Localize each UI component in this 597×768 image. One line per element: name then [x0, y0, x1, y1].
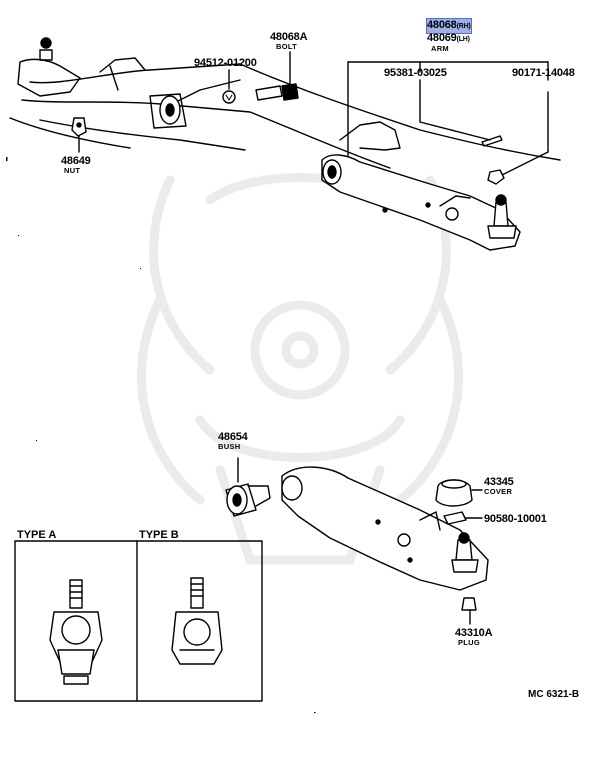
part-number-43310a: 43310A [455, 627, 493, 639]
arm-leader-lines [347, 61, 549, 177]
bush-48654 [225, 457, 271, 517]
part-side-text: (RH) [456, 23, 471, 30]
part-number-48068: 48068(RH) [426, 18, 472, 34]
part-number-95381-03025: 95381-03025 [384, 67, 447, 79]
crossmember-assembly [9, 57, 561, 169]
part-number-48069: 48069(LH) [427, 32, 470, 46]
arm-48068-48069 [321, 154, 521, 251]
nut-90171 [487, 169, 505, 185]
part-name-nut: NUT [64, 166, 81, 175]
scan-specks [6, 157, 316, 713]
part-number-43345: 43345 [484, 476, 514, 488]
type-boxes-frame [14, 540, 263, 702]
lower-arm [281, 466, 489, 591]
part-name-bolt: BOLT [276, 42, 298, 51]
left-bushing [149, 93, 187, 129]
clip-90580 [443, 511, 483, 525]
ball-joint-type-b [171, 577, 223, 665]
part-name-cover: COVER [484, 487, 513, 496]
bolt-48068a [255, 51, 299, 101]
part-number-48068a: 48068A [270, 31, 308, 43]
washer-94512 [222, 69, 236, 104]
part-name-bush: BUSH [218, 442, 241, 451]
nut-48649 [71, 117, 87, 153]
part-name-arm: ARM [431, 44, 449, 53]
part-side-text: (LH) [456, 36, 470, 43]
diagram-code: MC 6321-B [528, 689, 580, 700]
part-number-90171-14048: 90171-14048 [512, 67, 575, 79]
ball-joint-type-a [49, 579, 103, 685]
type-b-label: TYPE B [139, 529, 179, 541]
plug-43310a [461, 597, 477, 625]
cotter-pin-95381 [481, 135, 503, 147]
part-number-90580-10001: 90580-10001 [484, 513, 547, 525]
left-ball-joint [17, 37, 81, 97]
part-number-48649: 48649 [61, 155, 91, 167]
type-a-label: TYPE A [17, 529, 57, 541]
part-number-text: 48068 [427, 19, 457, 31]
cover-43345 [435, 479, 483, 507]
part-number-text: 48069 [427, 32, 457, 44]
part-number-48654: 48654 [218, 431, 248, 443]
part-number-94512-01200: 94512-01200 [194, 57, 257, 69]
part-name-plug: PLUG [458, 638, 481, 647]
